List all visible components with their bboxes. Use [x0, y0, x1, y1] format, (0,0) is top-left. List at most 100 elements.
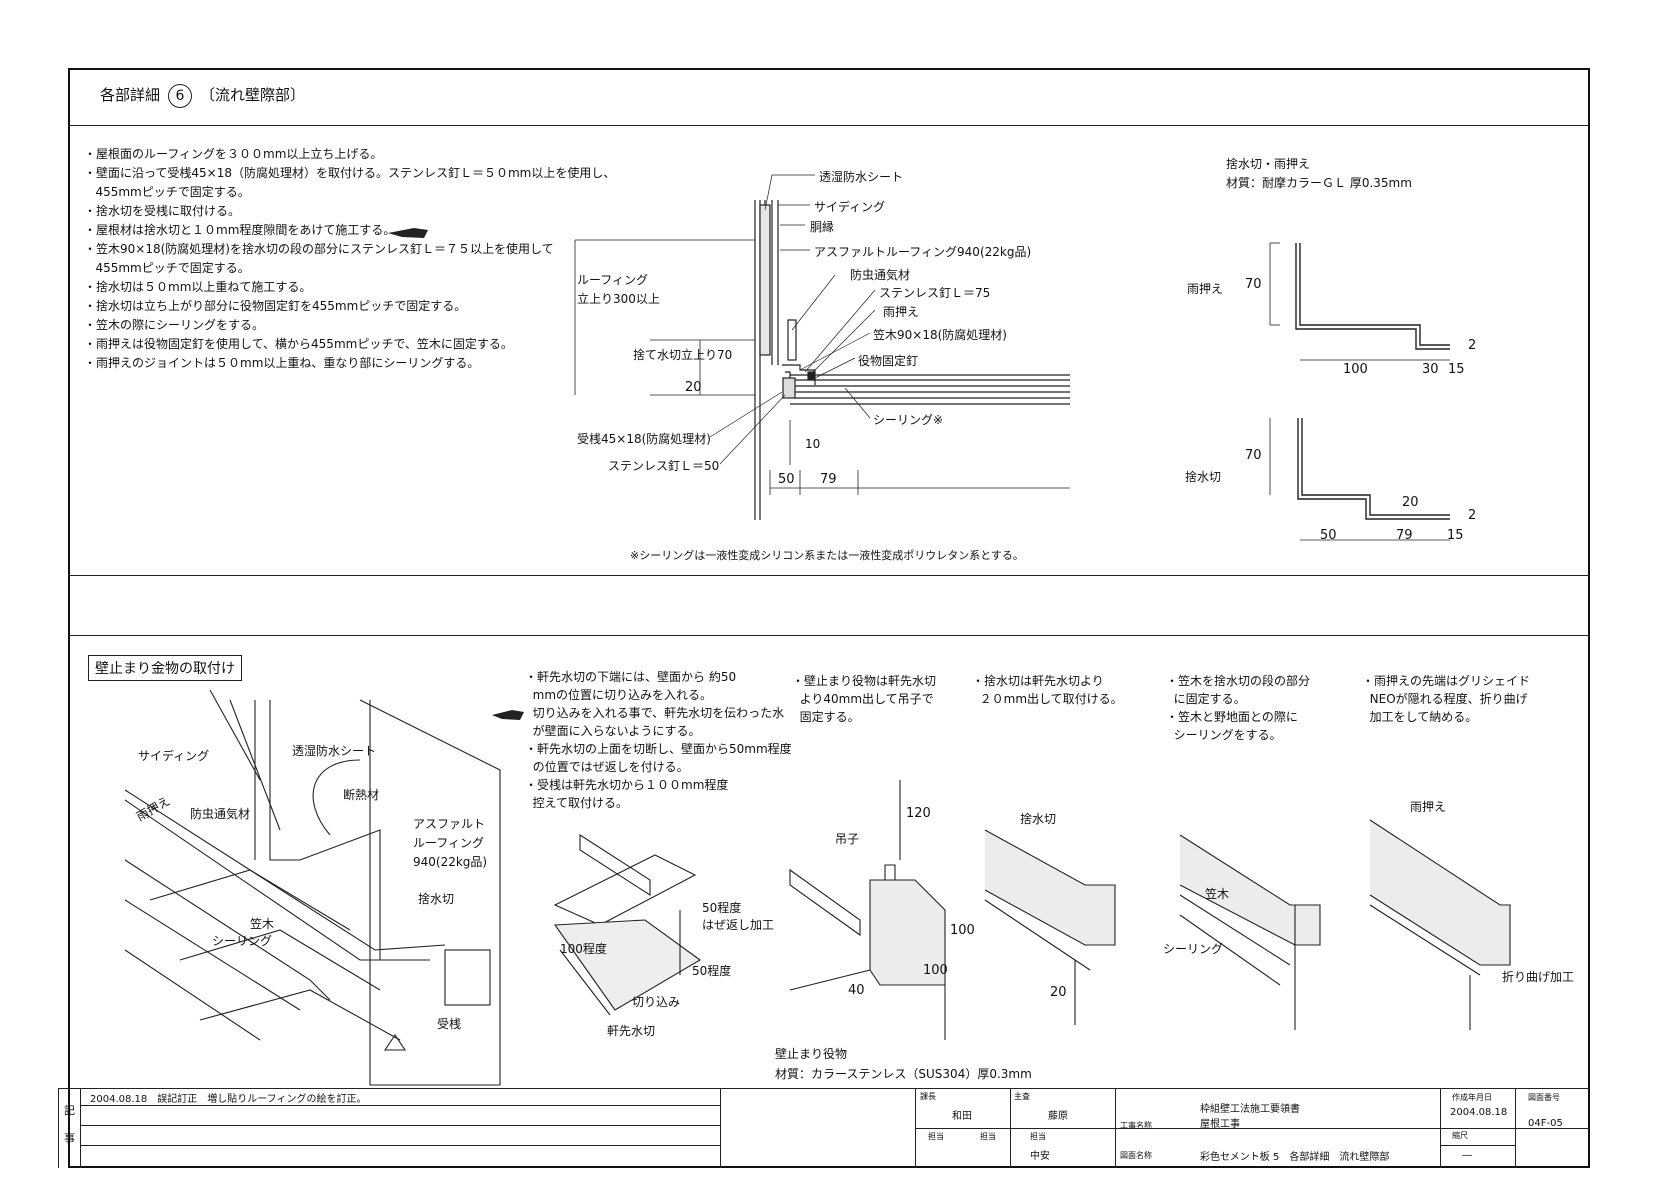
tb-tanto-2: 担当 — [980, 1132, 996, 1141]
iso-insul: 断熱材 — [343, 788, 380, 802]
note-item: ・笠木90×18(防腐処理材)を捨水切の段の部分にステンレス釘Ｌ＝７５以上を使用… — [84, 242, 554, 256]
eave-50a: 50程度 — [702, 901, 742, 915]
dim-amaosae-c: 15 — [1448, 362, 1465, 377]
titleblock-left — [58, 1088, 59, 1168]
kabedome-title: 壁止まり役物 — [775, 1047, 848, 1061]
dim-sutemizu-b: 79 — [1396, 528, 1413, 543]
dim-50: 50 — [778, 472, 795, 487]
procedure-note: mmの位置に切り込みを入れる。 — [525, 688, 713, 702]
tb-no-label: 図面番号 — [1528, 1093, 1560, 1102]
iso-sheet: 透湿防水シート — [292, 744, 377, 758]
step-amaosae: 雨押え — [1410, 800, 1447, 814]
tb-date-label: 作成年月日 — [1452, 1093, 1492, 1102]
bottom-box-title: 壁止まり金物の取付け — [88, 655, 242, 681]
titleblock-top — [58, 1088, 1590, 1089]
step-note: ２０mm出して取付ける。 — [972, 692, 1123, 706]
note-item: 455mmピッチで固定する。 — [84, 261, 250, 275]
step-note: ・雨押えの先端はグリシェイド — [1362, 674, 1531, 688]
iso-sutemizu: 捨水切 — [418, 892, 455, 906]
kiji-1: 記 — [64, 1104, 75, 1117]
step-note: に固定する。 — [1166, 692, 1246, 706]
step-kasagi: 笠木 — [1205, 887, 1230, 901]
mid-divider-2 — [68, 635, 1590, 636]
label-siding: サイディング — [814, 200, 886, 214]
eave-50b: 50程度 — [692, 964, 732, 978]
tb-work-sub: 屋根工事 — [1200, 1119, 1240, 1130]
dim-sutemizu-e: 20 — [1402, 495, 1419, 510]
label-sealing: シーリング※ — [873, 413, 944, 427]
profiles-material: 材質：耐摩カラーＧＬ 厚0.35mm — [1226, 176, 1412, 190]
iso-sealing: シーリング — [212, 934, 273, 948]
drawing-sheet — [68, 68, 1590, 1168]
step-note: より40mm出して吊子で — [792, 692, 934, 706]
tb-h — [1115, 1128, 1590, 1129]
profile-sutemizu-label: 捨水切 — [1185, 470, 1222, 484]
tb-date: 2004.08.18 — [1450, 1107, 1508, 1118]
tb-drawing-name: 彩色セメント板 5 各部詳細 流れ壁際部 — [1200, 1152, 1390, 1163]
dim-amaosae-d: 2 — [1468, 338, 1477, 353]
dim-sutemizu-c: 15 — [1447, 528, 1464, 543]
label-roofing: ルーフィング — [577, 273, 649, 287]
dim-20: 20 — [685, 380, 702, 395]
tb-no: 04F-05 — [1528, 1118, 1563, 1129]
dim-sutemizu-h: 70 — [1245, 448, 1262, 463]
step-note: ・壁止まり役物は軒先水切 — [792, 674, 937, 688]
procedure-note: ・軒先水切の下端には、壁面から 約50 — [525, 670, 737, 684]
step-tsuriko: 吊子 — [835, 832, 860, 846]
tb-v — [720, 1088, 721, 1168]
rev-line — [80, 1125, 720, 1126]
procedure-note: の位置ではぜ返しを付ける。 — [525, 760, 689, 774]
profiles-title: 捨水切・雨押え — [1226, 157, 1311, 171]
tb-scale: ― — [1462, 1150, 1472, 1161]
iso-vent: 防虫通気材 — [190, 807, 251, 821]
dim-79: 79 — [820, 472, 837, 487]
tb-scale-label: 縮尺 — [1452, 1131, 1468, 1140]
tb-kacho: 課長 — [920, 1092, 936, 1101]
procedure-note: 切り込みを入れる事で、軒先水切を伝わった水 — [525, 706, 785, 720]
procedure-note: ・受桟は軒先水切から１００mm程度 — [525, 778, 729, 792]
step-note: 加工をして納める。 — [1362, 710, 1478, 724]
label-vent: 防虫通気材 — [850, 268, 911, 282]
note-item: ・笠木の際にシーリングをする。 — [84, 318, 265, 332]
label-roofing-up: 立上り300以上 — [577, 292, 660, 306]
label-nail75: ステンレス釘Ｌ＝75 — [879, 286, 991, 300]
rev-line — [80, 1105, 720, 1106]
step-120: 120 — [906, 806, 931, 821]
step3-notes: ・笠木を捨水切の段の部分 に固定する。 ・笠木と野地面との際に シーリングをする… — [1166, 672, 1310, 744]
detail-number-circle: 6 — [168, 84, 193, 108]
dim-sutemizu-d: 2 — [1468, 508, 1477, 523]
label-amaosae: 雨押え — [883, 305, 920, 319]
pointer-hand-icon — [388, 228, 428, 238]
procedure-notes: ・軒先水切の下端には、壁面から 約50 mmの位置に切り込みを入れる。 切り込み… — [525, 668, 792, 812]
step1-notes: ・壁止まり役物は軒先水切 より40mm出して吊子で 固定する。 — [792, 672, 936, 726]
step-40: 40 — [848, 983, 865, 998]
tb-shunin-name: 藤原 — [1048, 1111, 1068, 1122]
procedure-note: 控えて取付ける。 — [525, 796, 629, 810]
mid-divider-1 — [68, 575, 1590, 576]
profile-amaosae-label: 雨押え — [1187, 282, 1224, 296]
note-item: ・雨押えは役物固定釘を使用して、横から455mmピッチで、笠木に固定する。 — [84, 337, 513, 351]
tb-h — [1440, 1145, 1515, 1146]
tb-tanto-3: 担当 — [1030, 1132, 1046, 1141]
dim-amaosae-h: 70 — [1245, 277, 1262, 292]
procedure-note: ・軒先水切の上面を切断し、壁面から50mm程度 — [525, 742, 792, 756]
tb-shunin: 主査 — [1014, 1092, 1030, 1101]
eave-100: 100程度 — [560, 942, 607, 956]
tb-kacho-name: 和田 — [952, 1111, 972, 1122]
rev-line — [80, 1145, 720, 1146]
note-item: ・捨水切は立ち上がり部分に役物固定釘を455mmピッチで固定する。 — [84, 299, 467, 313]
note-item: ・捨水切は５０mm以上重ねて施工する。 — [84, 280, 312, 294]
label-ukesan: 受桟45×18(防腐処理材) — [577, 432, 711, 446]
titleblock-divider — [80, 1088, 81, 1168]
eave-nokisaki: 軒先水切 — [607, 1024, 656, 1038]
notes-list: ・屋根面のルーフィングを３００mm以上立ち上げる。 ・壁面に沿って受桟45×18… — [84, 145, 615, 373]
step-note: NEOが隠れる程度、折り曲げ — [1362, 692, 1528, 706]
step-note: 固定する。 — [792, 710, 860, 724]
label-asphalt: アスファルトルーフィング940(22kg品) — [814, 245, 1032, 259]
label-kasagi: 笠木90×18(防腐処理材) — [873, 328, 1007, 342]
dim-amaosae-b: 30 — [1422, 362, 1439, 377]
kabedome-material: 材質：カラーステンレス（SUS304）厚0.3mm — [775, 1067, 1032, 1081]
note-item: ・壁面に沿って受桟45×18（防腐処理材）を取付ける。ステンレス釘Ｌ＝５０mm以… — [84, 166, 616, 180]
